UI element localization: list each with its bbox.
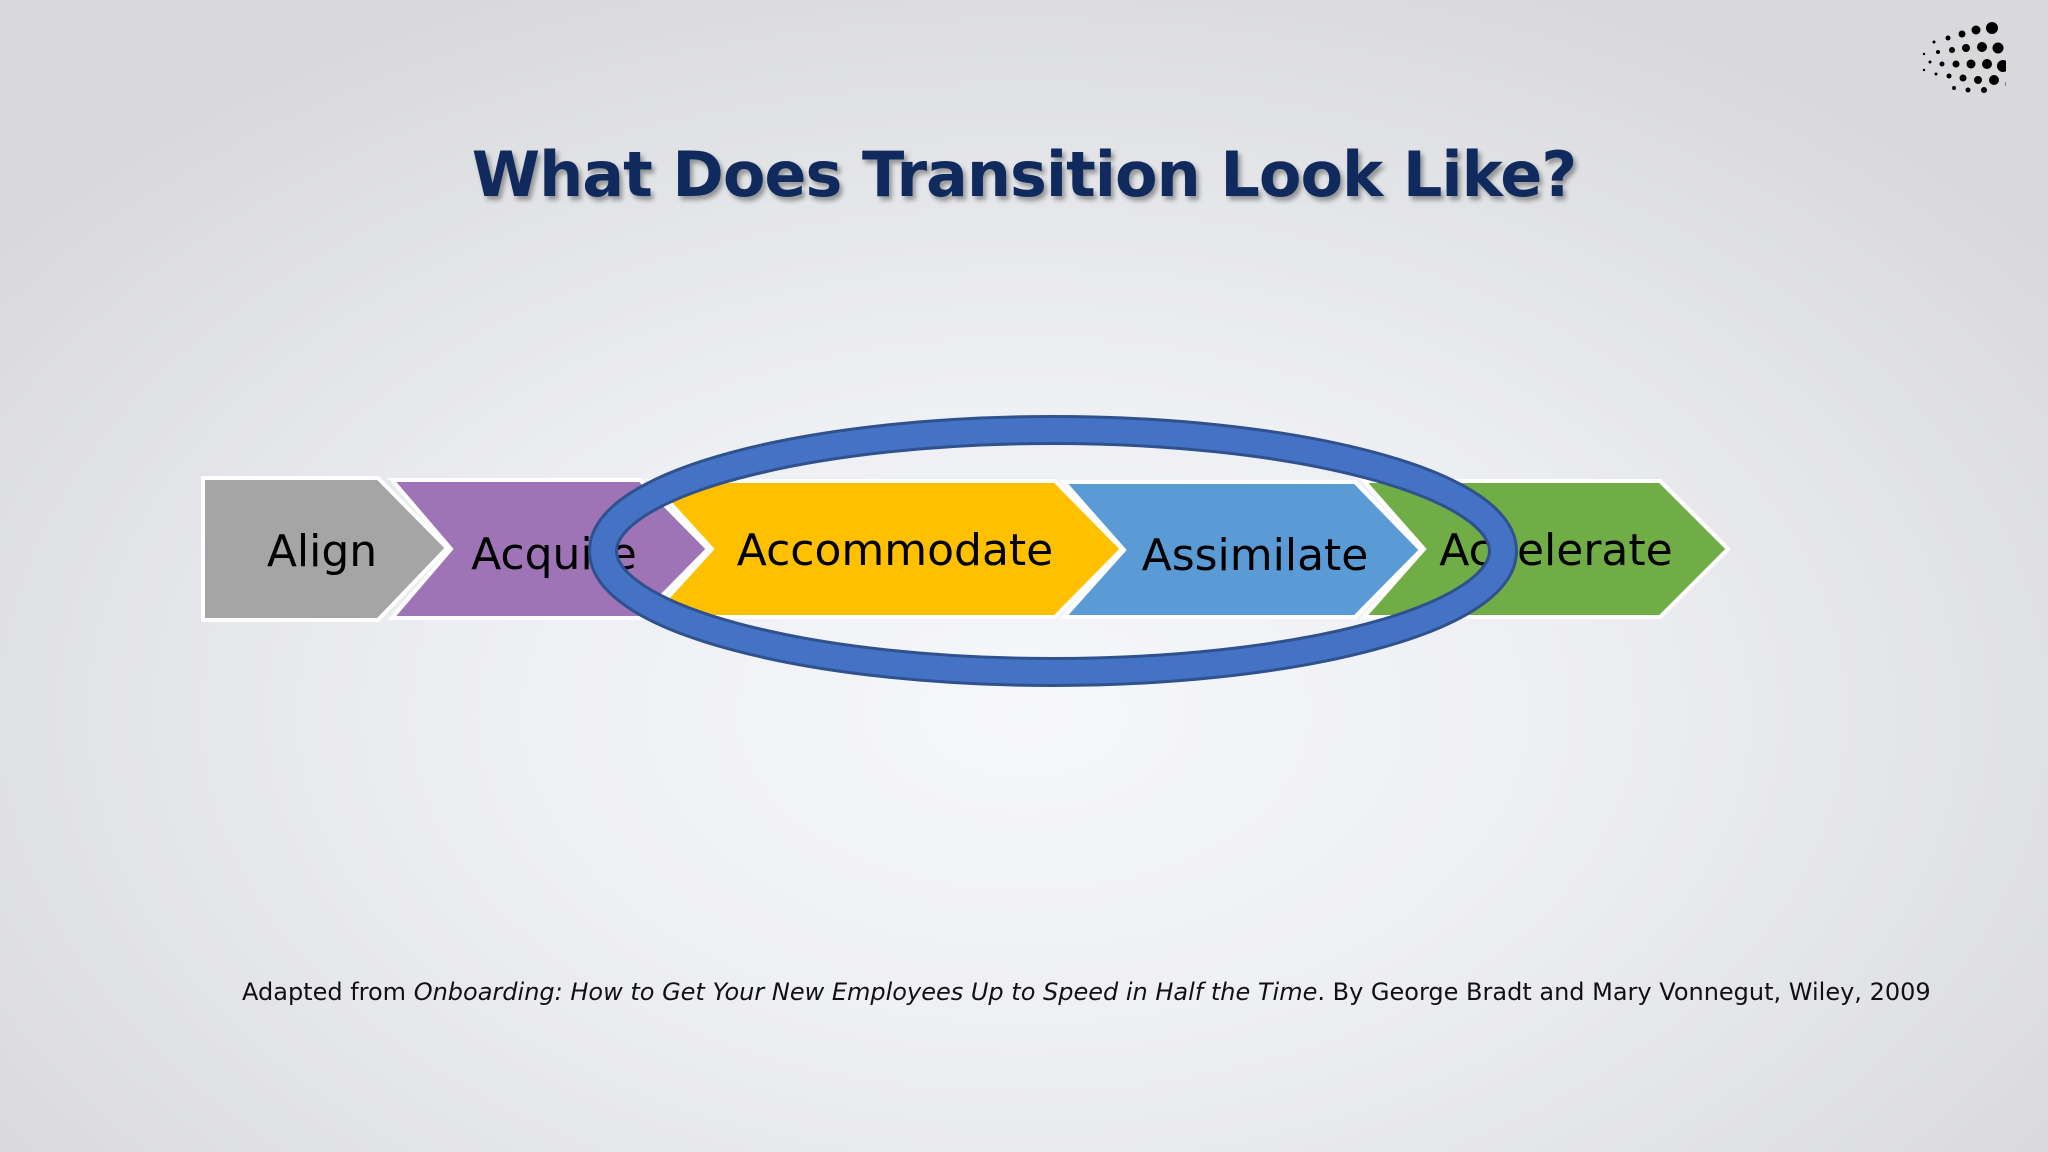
source-citation: Adapted from Onboarding: How to Get Your… <box>242 978 1931 1006</box>
citation-prefix: Adapted from <box>242 978 414 1006</box>
step-label-assimilate: Assimilate <box>1142 530 1369 581</box>
chevron-accelerate <box>1359 479 1731 619</box>
slide-title: What Does Transition Look Like? <box>471 138 1577 211</box>
chevron-assimilate <box>1059 480 1424 619</box>
step-label-align: Align <box>267 526 377 577</box>
step-label-accommodate: Accommodate <box>737 525 1054 576</box>
chevron-align <box>201 476 450 622</box>
citation-suffix: . By George Bradt and Mary Vonnegut, Wil… <box>1317 978 1931 1006</box>
dot-cluster-logo-icon <box>1922 22 2006 93</box>
citation-book-title: Onboarding: How to Get Your New Employee… <box>413 978 1318 1006</box>
step-label-accelerate: Accelerate <box>1439 525 1672 576</box>
highlight-ring-fill <box>591 418 1515 684</box>
chevron-accommodate <box>645 479 1125 619</box>
